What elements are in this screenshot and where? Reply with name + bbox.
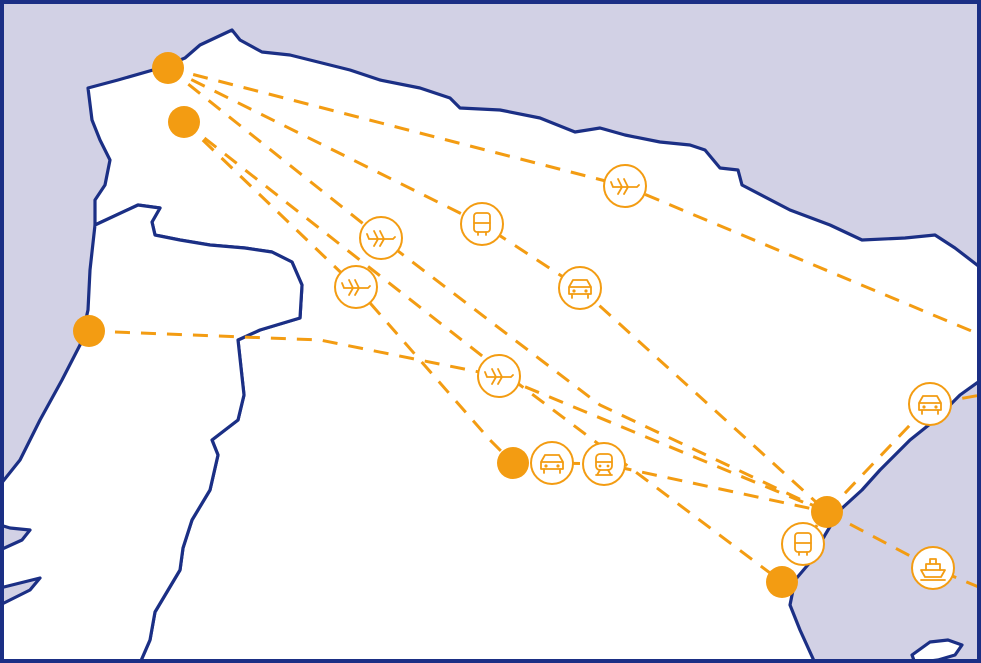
bus-icon (473, 212, 491, 236)
transport-badge-airplane[interactable] (359, 216, 403, 260)
landmass-west (0, 203, 304, 663)
transport-badge-airplane[interactable] (603, 164, 647, 208)
transport-badges (334, 164, 955, 590)
car-icon (918, 395, 942, 415)
airplane-icon (366, 230, 396, 247)
airplane-icon (484, 368, 514, 385)
route-line (167, 66, 828, 514)
route-line (167, 66, 829, 514)
city-marker-east-coast-north[interactable] (811, 496, 843, 528)
train-icon (595, 453, 613, 476)
car-icon (568, 279, 592, 299)
route-line (826, 510, 981, 590)
city-markers (73, 52, 843, 598)
transport-badge-car[interactable] (530, 441, 574, 485)
city-marker-northwest-lower[interactable] (168, 106, 200, 138)
bus-icon (794, 532, 812, 556)
transport-badge-bus[interactable] (781, 522, 825, 566)
transport-badge-airplane[interactable] (477, 354, 521, 398)
transport-badge-train[interactable] (582, 442, 626, 486)
route-line (182, 120, 515, 465)
route-line (88, 329, 828, 514)
route-line (513, 461, 828, 514)
city-marker-northwest-upper[interactable] (152, 52, 184, 84)
route-line (825, 393, 981, 514)
city-marker-center[interactable] (497, 447, 529, 479)
transport-badge-car[interactable] (908, 382, 952, 426)
airplane-icon (610, 178, 640, 195)
city-marker-west-coast[interactable] (73, 315, 105, 347)
transport-badge-ferry[interactable] (911, 546, 955, 590)
car-icon (540, 454, 564, 474)
transport-badge-airplane[interactable] (334, 265, 378, 309)
transport-badge-bus[interactable] (460, 202, 504, 246)
airplane-icon (341, 279, 371, 296)
city-marker-east-coast-south[interactable] (766, 566, 798, 598)
transport-badge-car[interactable] (558, 266, 602, 310)
ferry-icon (920, 558, 946, 581)
